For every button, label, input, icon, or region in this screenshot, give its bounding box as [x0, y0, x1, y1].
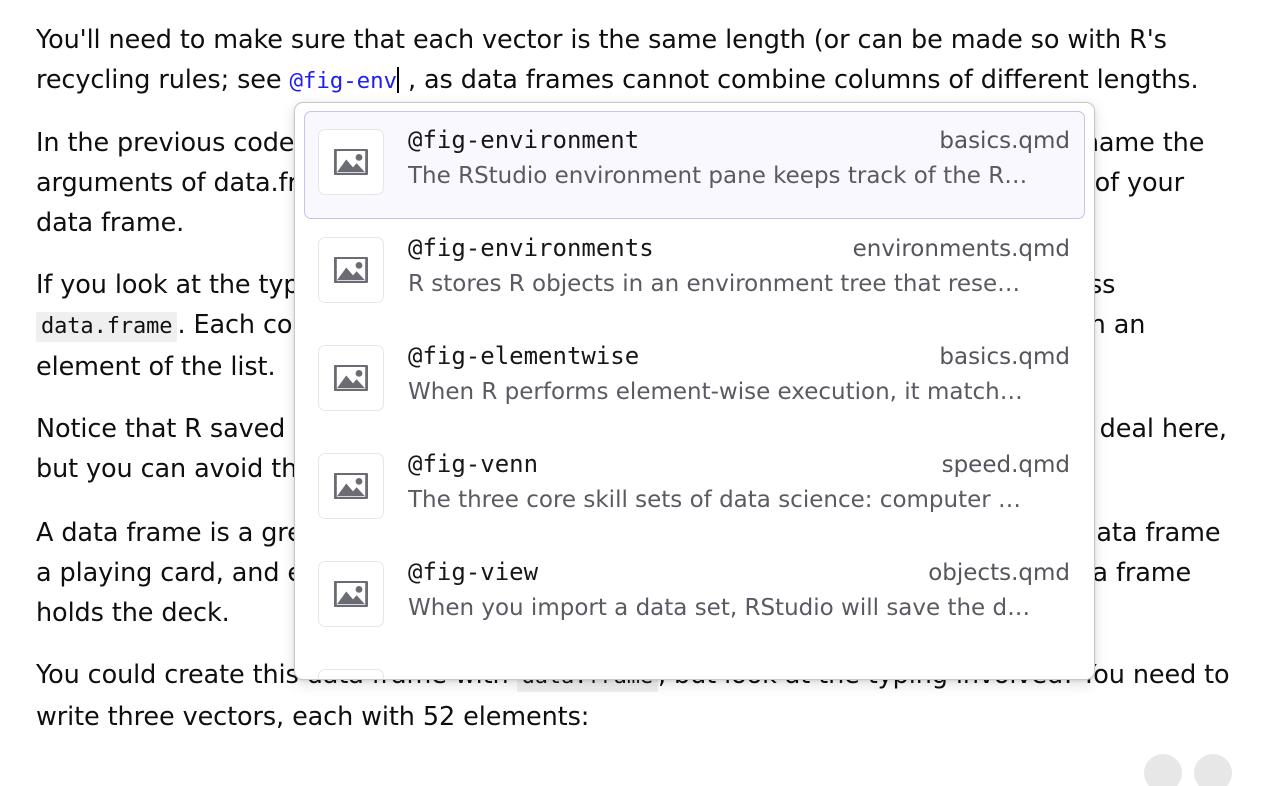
autocomplete-item-file: environments.qmd — [852, 236, 1070, 262]
autocomplete-item-file: basics.qmd — [939, 128, 1070, 154]
image-placeholder-icon — [318, 453, 384, 519]
autocomplete-item-file: speed.qmd — [941, 452, 1070, 478]
autocomplete-item-file: basics.qmd — [939, 344, 1070, 370]
fab-right[interactable] — [1194, 754, 1232, 786]
image-placeholder-icon — [318, 129, 384, 195]
autocomplete-item-header: @fig-environment basics.qmd — [408, 126, 1070, 154]
autocomplete-item-header: @fig-venn speed.qmd — [408, 450, 1070, 478]
crossref-token[interactable]: @fig-env — [289, 68, 398, 94]
autocomplete-item-description: R stores R objects in an environment tre… — [408, 271, 1021, 297]
autocomplete-item-description: The three core skill sets of data scienc… — [408, 487, 1022, 513]
image-placeholder-icon — [318, 669, 384, 679]
text-run: , as data frames cannot combine columns … — [400, 65, 1199, 95]
autocomplete-item-body: @fig-environments environments.qmd R store… — [408, 230, 1070, 297]
text-run: You'll need to make sure that each vecto… — [36, 25, 1167, 95]
image-placeholder-icon — [318, 561, 384, 627]
autocomplete-item-header: @fig-elementwise basics.qmd — [408, 342, 1070, 370]
autocomplete-item-title: @fig-elementwise — [408, 342, 640, 370]
autocomplete-item-header: @fig-environments environments.qmd — [408, 234, 1070, 262]
autocomplete-item-title: @fig-venn — [408, 450, 539, 478]
paragraph-1: You'll need to make sure that each vecto… — [36, 20, 1232, 101]
autocomplete-item-title: @fig-environments — [408, 234, 654, 262]
autocomplete-item-description: The RStudio environment pane keeps track… — [408, 163, 1028, 189]
autocomplete-item-file: objects.qmd — [928, 560, 1070, 586]
fab-left[interactable] — [1144, 754, 1182, 786]
autocomplete-item-description: When R performs element-wise execution, … — [408, 379, 1023, 405]
text-cursor — [397, 67, 400, 93]
autocomplete-item-title: @fig-environment — [408, 126, 640, 154]
autocomplete-item-header: @fig-view objects.qmd — [408, 558, 1070, 586]
autocomplete-item-title: @fig-view — [408, 558, 539, 586]
inline-code: data.frame — [36, 312, 178, 342]
autocomplete-item-description: When you import a data set, RStudio will… — [408, 595, 1031, 621]
image-placeholder-icon — [318, 345, 384, 411]
image-placeholder-icon — [318, 237, 384, 303]
autocomplete-item-body — [408, 662, 1070, 675]
autocomplete-item[interactable] — [304, 651, 1085, 679]
autocomplete-item[interactable]: @fig-environments environments.qmd R store… — [304, 219, 1085, 327]
